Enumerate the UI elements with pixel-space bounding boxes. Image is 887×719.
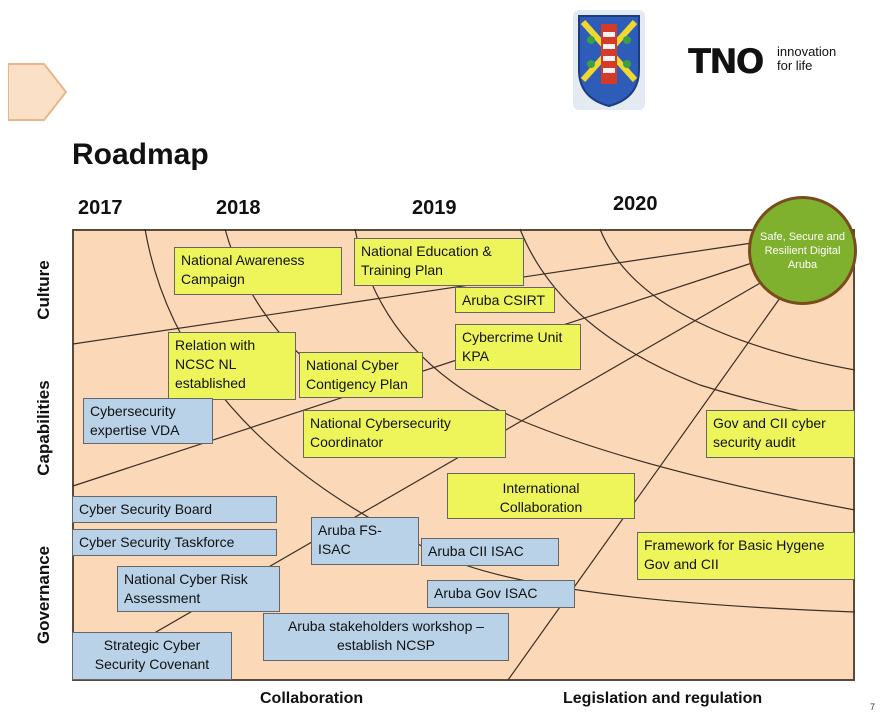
lane-label-culture: Culture [34,260,53,320]
roadmap-item: International Collaboration [447,473,635,519]
year-label: 2020 [613,193,658,215]
roadmap-item: Cyber Security Board [72,496,277,523]
roadmap-item: Cybercrime Unit KPA [455,324,581,370]
roadmap-item: Gov and CII cyber security audit [706,410,855,458]
roadmap-item: Relation with NCSC NL established [168,332,296,400]
year-label: 2017 [78,197,123,219]
roadmap-item: Cybersecurity expertise VDA [83,398,213,444]
roadmap-item: National Cyber Contigency Plan [299,352,423,398]
tno-logo: TNO [688,42,765,82]
goal-circle: Safe, Secure and Resilient Digital Aruba [748,196,857,305]
year-label: 2019 [412,197,457,219]
roadmap-item: National Cyber Risk Assessment [117,566,280,612]
roadmap-item: Strategic Cyber Security Covenant [72,632,232,680]
roadmap-item: Aruba stakeholders workshop – establish … [263,613,509,661]
roadmap-item: Aruba CSIRT [455,287,555,313]
roadmap-item: Aruba CII ISAC [421,538,559,566]
roadmap-item: Aruba FS-ISAC [311,517,419,565]
footer-label-collaboration: Collaboration [260,690,364,707]
roadmap-item: Framework for Basic Hygene Gov and CII [637,532,855,580]
roadmap-item: Aruba Gov ISAC [427,580,575,608]
roadmap-item: National Awareness Campaign [174,247,342,295]
page-title: Roadmap [72,138,209,171]
page-number: 7 [870,702,876,712]
roadmap-item: National Education & Training Plan [354,238,524,286]
lane-label-capabilities: Capabilities [34,380,53,476]
aruba-crest-icon [573,10,645,110]
roadmap-item: Cyber Security Taskforce [72,529,277,556]
chevron-arrow-icon [8,63,68,121]
lane-label-governance: Governance [34,545,53,645]
roadmap-item: National Cybersecurity Coordinator [303,410,506,458]
footer-label-legislation: Legislation and regulation [563,690,763,707]
year-label: 2018 [216,197,261,219]
tno-tagline: innovation for life [777,44,837,73]
